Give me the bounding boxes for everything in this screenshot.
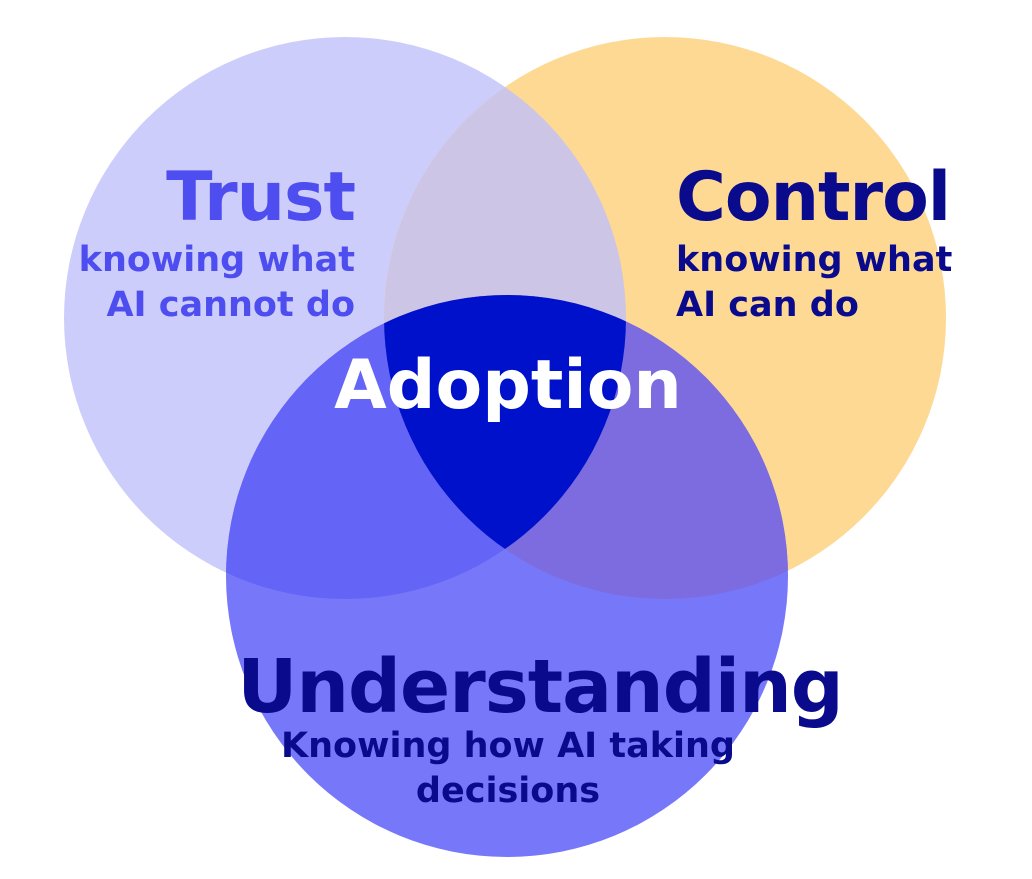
understanding-title: Understanding bbox=[237, 644, 843, 730]
adoption-title: Adoption bbox=[334, 346, 682, 425]
trust-title: Trust bbox=[166, 158, 356, 237]
trust-subtitle: knowing what AI cannot do bbox=[78, 240, 355, 325]
understanding-subtitle: Knowing how AI taking decisions bbox=[281, 726, 735, 811]
control-title: Control bbox=[676, 158, 951, 237]
control-subtitle: knowing what AI can do bbox=[676, 240, 953, 325]
